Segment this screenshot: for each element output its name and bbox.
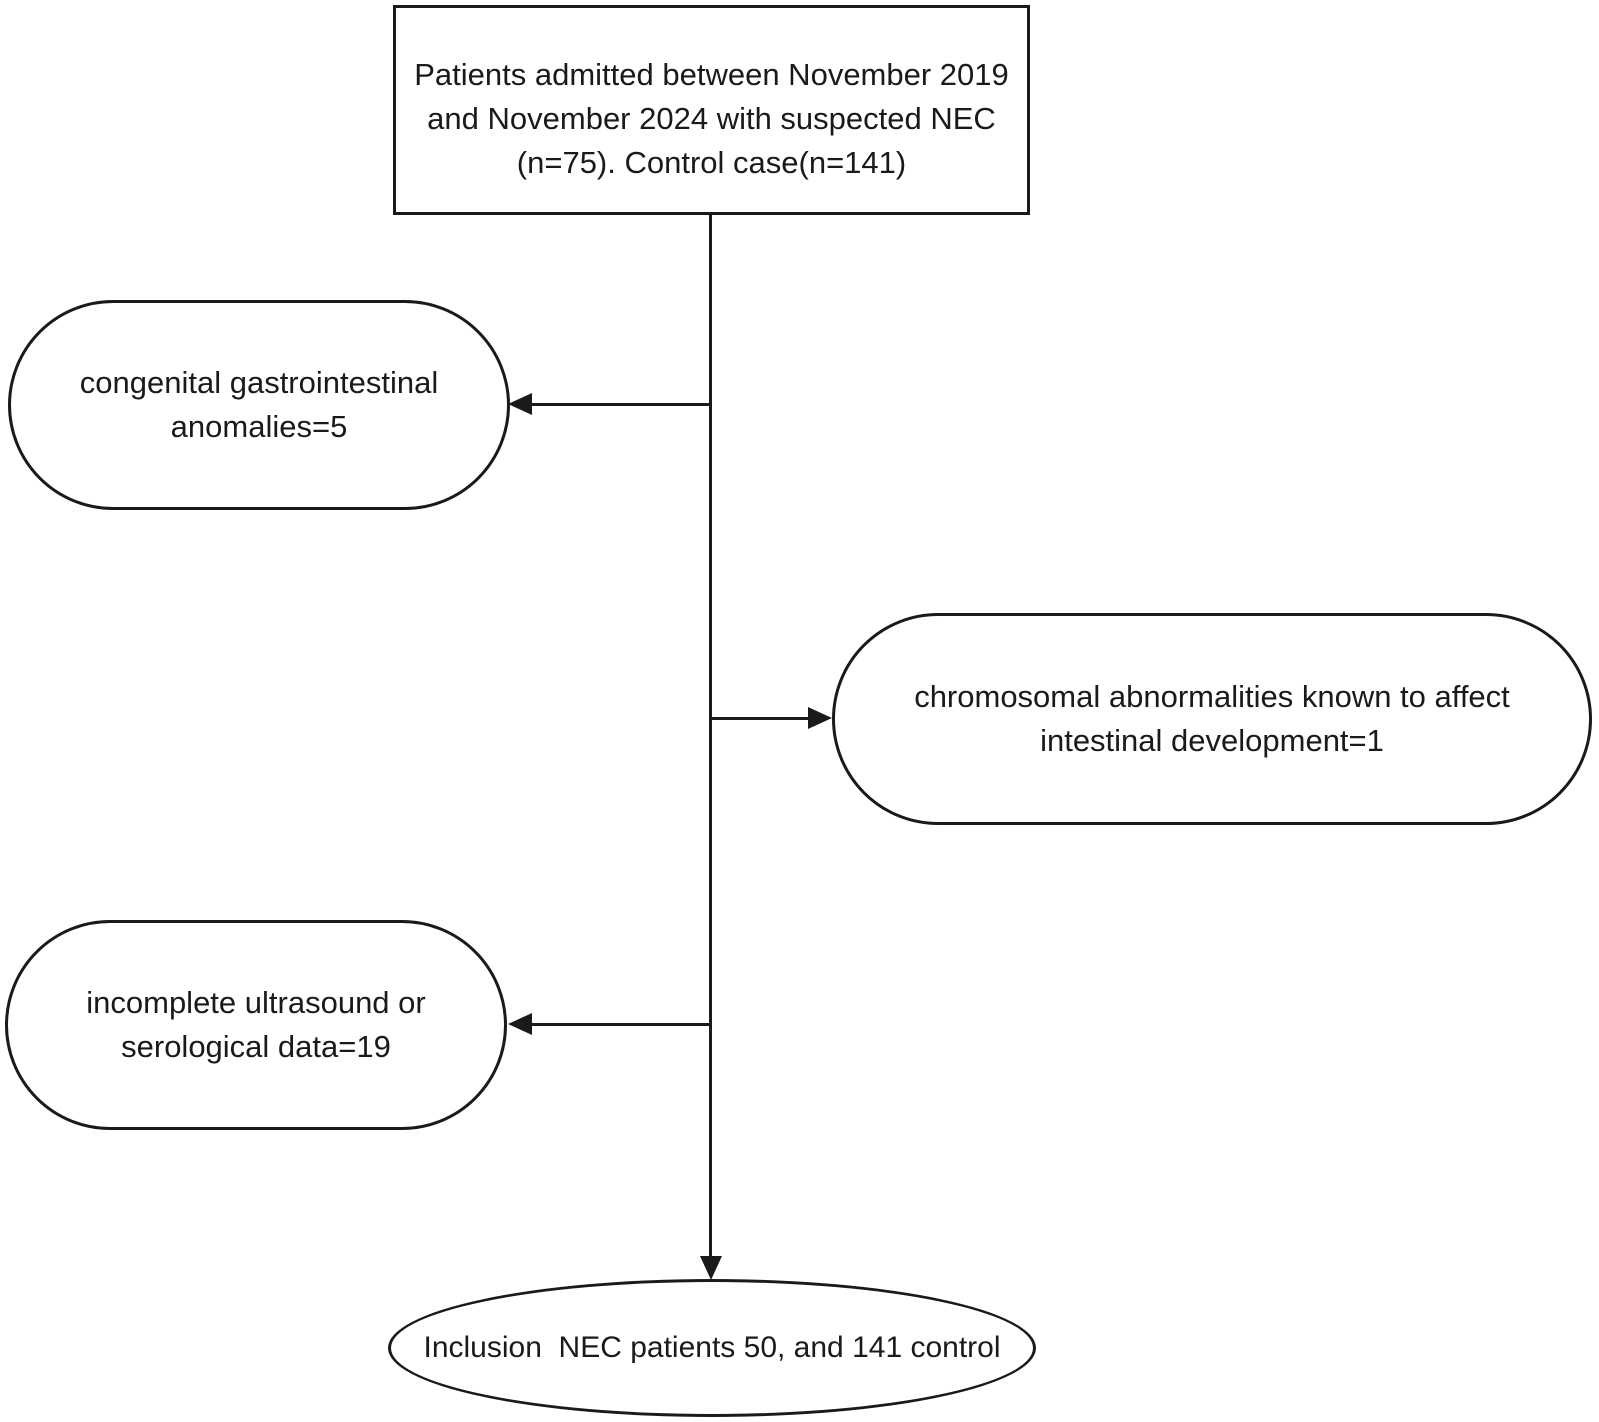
node-start-label: Patients admitted between November 2019 … bbox=[414, 57, 1009, 180]
node-inclusion: Inclusion NEC patients 50, and 141 contr… bbox=[388, 1279, 1036, 1417]
node-start: Patients admitted between November 2019 … bbox=[393, 5, 1030, 215]
node-inclusion-label: Inclusion NEC patients 50, and 141 contr… bbox=[423, 1331, 1001, 1364]
arrowhead-right-to-chromosomal bbox=[808, 707, 832, 729]
arrowhead-left-to-congenital bbox=[508, 393, 532, 415]
node-exclusion-chromosomal: chromosomal abnormalities known to affec… bbox=[832, 613, 1592, 825]
connector-main-vertical bbox=[709, 215, 712, 1257]
node-exclusion-congenital-label: congenital gastrointestinal anomalies=5 bbox=[79, 365, 439, 444]
node-exclusion-incomplete-label: incomplete ultrasound or serological dat… bbox=[86, 985, 426, 1064]
node-exclusion-incomplete: incomplete ultrasound or serological dat… bbox=[5, 920, 507, 1130]
arrowhead-down-to-inclusion bbox=[700, 1256, 722, 1280]
arrowhead-left-to-incomplete bbox=[508, 1013, 532, 1035]
connector-to-congenital bbox=[528, 403, 711, 406]
node-exclusion-chromosomal-label: chromosomal abnormalities known to affec… bbox=[914, 679, 1510, 758]
connector-to-chromosomal bbox=[711, 717, 812, 720]
node-exclusion-congenital: congenital gastrointestinal anomalies=5 bbox=[8, 300, 510, 510]
connector-to-incomplete bbox=[528, 1023, 711, 1026]
